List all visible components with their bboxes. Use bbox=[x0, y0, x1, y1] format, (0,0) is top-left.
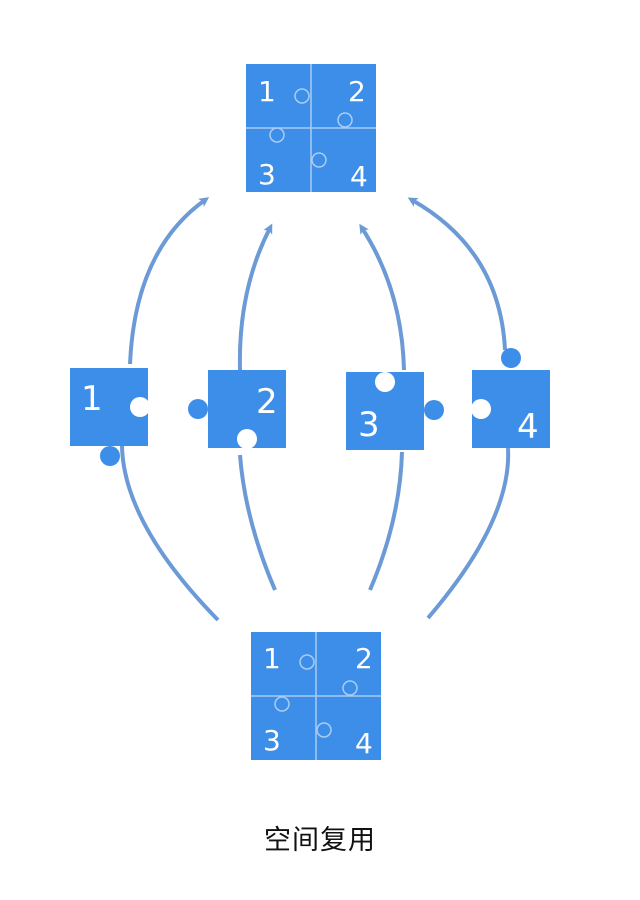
arrow-left-inner-lower bbox=[238, 454, 277, 591]
bottom-puzzle-label-4: 4 bbox=[355, 727, 373, 760]
bottom-puzzle-label-3: 3 bbox=[263, 724, 281, 757]
arrow-left-outer-upper bbox=[128, 197, 210, 365]
puzzle-piece-4: 4 bbox=[471, 348, 550, 448]
piece-label-1: 1 bbox=[81, 379, 103, 419]
top-puzzle-label-3: 3 bbox=[258, 158, 276, 191]
arrow-right-outer-lower bbox=[426, 447, 511, 620]
piece-label-4: 4 bbox=[517, 407, 539, 447]
arrows bbox=[119, 197, 511, 622]
top-puzzle-label-4: 4 bbox=[350, 160, 368, 193]
arrow-right-inner-upper bbox=[359, 223, 406, 371]
arrow-left-outer-lower bbox=[119, 439, 220, 622]
puzzle-piece-2: 2 bbox=[188, 370, 286, 449]
piece-label-2: 2 bbox=[256, 382, 278, 422]
bottom-puzzle-label-1: 1 bbox=[263, 642, 281, 675]
puzzle-piece-3: 3 bbox=[346, 372, 444, 450]
top-puzzle-label-1: 1 bbox=[258, 75, 276, 108]
arrow-right-inner-lower bbox=[368, 451, 404, 591]
bottom-puzzle-label-2: 2 bbox=[355, 642, 373, 675]
top-puzzle-label-2: 2 bbox=[348, 75, 366, 108]
arrow-left-inner-upper bbox=[237, 223, 273, 371]
piece-label-3: 3 bbox=[358, 405, 380, 445]
puzzle-piece-1: 1 bbox=[70, 368, 150, 466]
caption: 空间复用 bbox=[264, 825, 376, 856]
puzzle-assembled-top: 1 2 3 4 bbox=[246, 64, 376, 193]
puzzle-assembled-bottom: 1 2 3 4 bbox=[251, 632, 381, 760]
arrow-right-outer-upper bbox=[407, 197, 507, 351]
